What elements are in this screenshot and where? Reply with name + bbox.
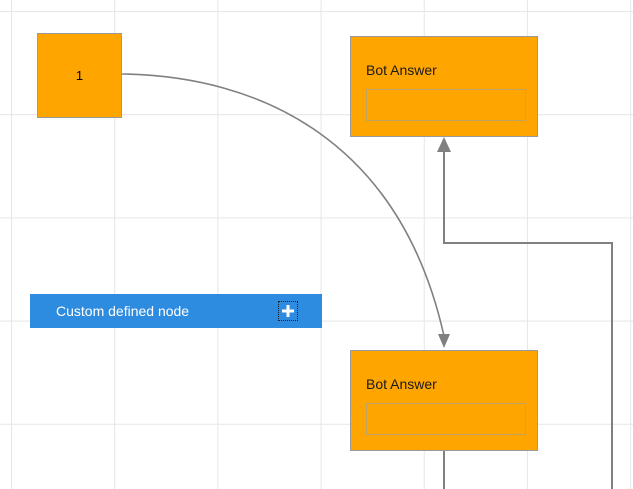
edge-curved-arrowhead [438,334,450,348]
bot-answer-slot[interactable] [366,403,526,435]
custom-defined-node-label: Custom defined node [56,303,190,319]
custom-defined-node-bar[interactable]: Custom defined node [30,294,322,328]
bot-answer-title: Bot Answer [366,376,437,392]
node-index-label: 1 [75,68,84,83]
bot-answer-title: Bot Answer [366,62,437,78]
bot-answer-node-bottom[interactable]: Bot Answer [350,350,538,451]
plus-icon[interactable] [278,301,298,321]
bot-answer-slot[interactable] [366,89,526,121]
bot-answer-node-top[interactable]: Bot Answer [350,36,538,137]
node-1[interactable]: 1 [37,33,122,118]
edge-orthogonal-arrowhead [437,137,451,152]
